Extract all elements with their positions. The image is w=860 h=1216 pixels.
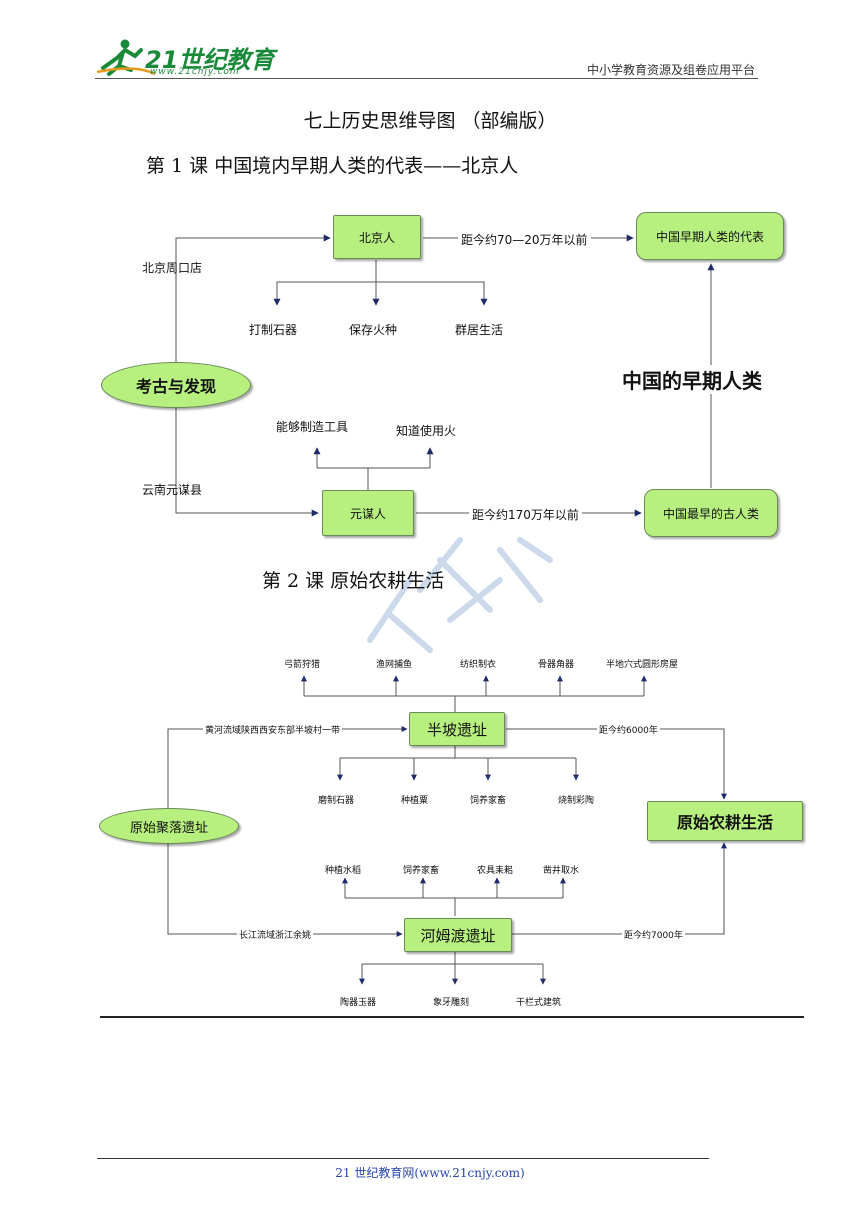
banpo-bottom-3: 饲养家畜: [470, 796, 507, 806]
banpo-location-label: 黄河流域陕西西安东部半坡村一带: [203, 723, 343, 736]
archaeology-node: 考古与发现: [101, 362, 251, 408]
hemudu-bottom-3: 干栏式建筑: [516, 998, 562, 1008]
logo-runner-icon: [96, 39, 156, 76]
logo-url: www.21cnjy.com: [150, 67, 240, 77]
banpo-top-3: 纺织制衣: [460, 660, 497, 670]
earliest-node: 中国最早的古人类: [644, 489, 778, 537]
hemudu-top-3: 农具耒耜: [477, 866, 514, 876]
document-title: 七上历史思维导图 （部编版）: [303, 110, 557, 132]
banpo-top-4: 骨器角器: [538, 660, 575, 670]
banpo-node: 半坡遗址: [409, 712, 505, 746]
banpo-bottom-4: 烧制彩陶: [558, 796, 595, 806]
header-divider: [95, 78, 758, 79]
hemudu-bottom-1: 陶器玉器: [340, 998, 377, 1008]
banpo-top-2: 渔网捕鱼: [376, 660, 413, 670]
zhoukoudian-label: 北京周口店: [142, 261, 203, 275]
footer-site-link[interactable]: 21 世纪教育网(www.21cnjy.com): [335, 1166, 525, 1180]
hemudu-location-label: 长江流域浙江余姚: [237, 928, 314, 941]
banpo-top-5: 半地穴式圆形房屋: [606, 660, 679, 670]
farming-node: 原始农耕生活: [647, 801, 803, 841]
header-platform-text: 中小学教育资源及组卷应用平台: [586, 63, 755, 77]
hemudu-top-2: 饲养家畜: [403, 866, 440, 876]
yuanmou-man-node: 元谋人: [322, 490, 414, 536]
early-humans-label: 中国的早期人类: [620, 365, 764, 394]
yuanmou-trait-2: 知道使用火: [396, 424, 457, 438]
beijing-dist-label: 距今约70—20万年以前: [458, 231, 591, 248]
beijing-man-node: 北京人: [333, 215, 421, 259]
lesson1-title: 第 1 课 中国境内早期人类的代表——北京人: [146, 155, 519, 177]
hemudu-dist-label: 距今约7000年: [622, 928, 685, 941]
banpo-bottom-1: 磨制石器: [318, 796, 355, 806]
beijing-trait-3: 群居生活: [455, 323, 504, 337]
yuanmou-dist-label: 距今约170万年以前: [469, 506, 582, 523]
hemudu-top-4: 凿井取水: [543, 866, 580, 876]
hemudu-node: 河姆渡遗址: [404, 918, 512, 952]
banpo-bottom-2: 种植粟: [401, 796, 429, 806]
banpo-top-1: 弓箭狩猎: [284, 660, 321, 670]
hemudu-bottom-2: 象牙雕刻: [433, 998, 470, 1008]
settlements-node: 原始聚落遗址: [99, 808, 239, 844]
hemudu-top-1: 种植水稻: [325, 866, 362, 876]
lesson2-title: 第 2 课 原始农耕生活: [262, 570, 445, 592]
yuanmou-trait-1: 能够制造工具: [276, 420, 349, 434]
footer-divider: [97, 1158, 709, 1159]
logo-text: 21世纪教育: [145, 46, 275, 74]
content-bottom-divider: [100, 1016, 804, 1018]
beijing-trait-2: 保存火种: [349, 323, 398, 337]
watermark-icon: [367, 537, 553, 653]
beijing-trait-1: 打制石器: [249, 323, 298, 337]
early-rep-node: 中国早期人类的代表: [636, 212, 784, 260]
yunnan-label: 云南元谋县: [142, 483, 203, 497]
banpo-dist-label: 距今约6000年: [597, 723, 660, 736]
